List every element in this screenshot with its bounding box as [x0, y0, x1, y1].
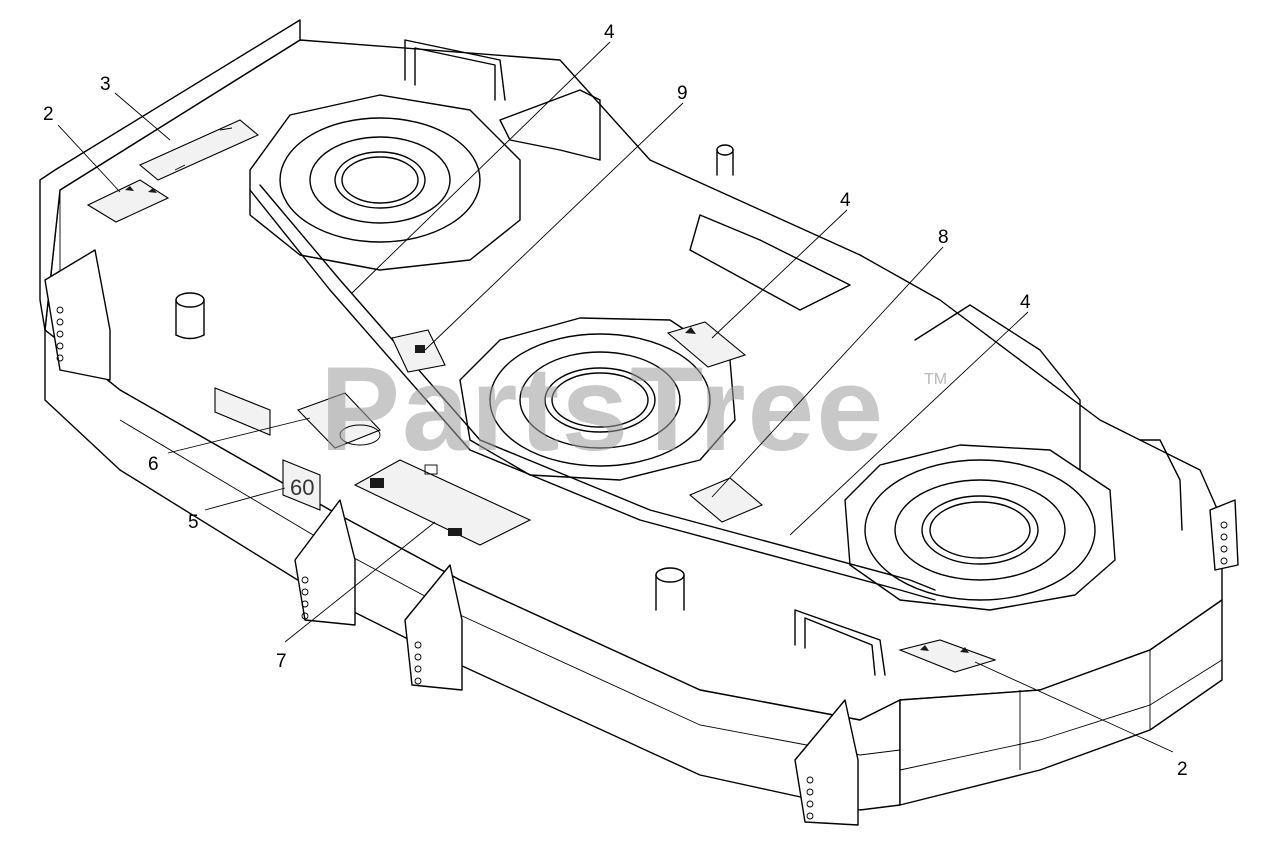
- callout-4-right: 4: [1020, 292, 1031, 313]
- callout-2-right: 2: [1177, 759, 1188, 780]
- decal-warning-4-center: [666, 321, 747, 368]
- decal-warning-2-left: [86, 179, 170, 223]
- callout-5: 5: [188, 512, 199, 533]
- handles: [404, 39, 1183, 676]
- deck-rear-wall: [39, 19, 301, 331]
- belt-shield: [249, 89, 1081, 601]
- callout-leaders: [57, 41, 1174, 753]
- decal-instruction-7: [353, 459, 532, 546]
- decal-instruction-3: [138, 119, 260, 181]
- spindle-plate-left: [249, 94, 521, 271]
- callout-labels: 2 3 4 9 4 8 4 6 5 7 2: [43, 22, 1188, 780]
- callout-7: 7: [276, 651, 287, 672]
- parts-tree-watermark: PartsTree TM: [320, 342, 947, 476]
- callout-6: 6: [148, 454, 159, 475]
- deck-size-mark: 60: [290, 475, 314, 500]
- decal-brand-5: 60: [214, 387, 321, 511]
- callout-9: 9: [677, 83, 688, 104]
- callout-4-top: 4: [604, 22, 615, 43]
- mount-posts: [175, 144, 734, 611]
- watermark-trademark: TM: [924, 371, 947, 388]
- watermark-text: PartsTree: [320, 342, 885, 476]
- spindle-plate-right: [844, 444, 1116, 611]
- callout-4-mid: 4: [840, 190, 851, 211]
- decal-warning-2-right: [898, 639, 997, 673]
- spindle-plate-center: [459, 317, 736, 481]
- anti-scalp-brackets: [44, 249, 1239, 826]
- callout-8: 8: [938, 227, 949, 248]
- decal-model-6: [297, 392, 381, 449]
- callout-2-left: 2: [43, 104, 54, 125]
- decal-warning-9: [391, 329, 446, 373]
- callout-3: 3: [100, 74, 111, 95]
- deck-right-skirt: [899, 599, 1223, 806]
- decal-belt-8: [688, 477, 764, 523]
